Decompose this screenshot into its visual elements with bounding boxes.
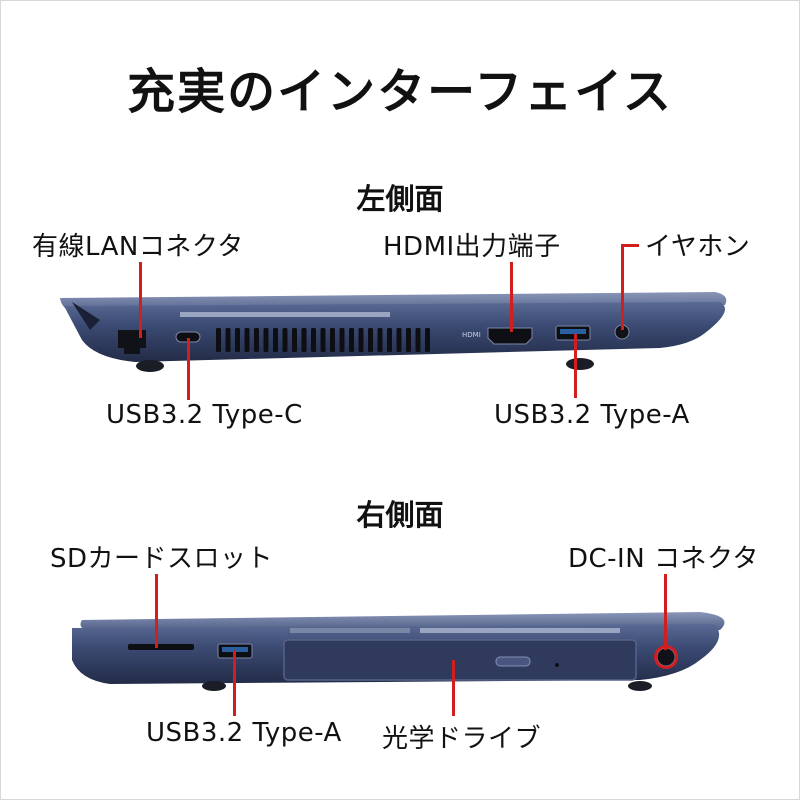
- usb-a-right-label: USB3.2 Type-A: [146, 718, 342, 748]
- usb-a-left-label: USB3.2 Type-A: [494, 400, 690, 430]
- top-slats: [180, 312, 390, 317]
- usb-a-right-callout-line: [233, 650, 236, 716]
- vent-slat: [292, 328, 297, 352]
- right-side-heading: 右側面: [356, 498, 444, 532]
- right-side-laptop: [72, 612, 725, 691]
- vent-slat: [244, 328, 250, 352]
- vent-slat: [339, 328, 345, 352]
- lan-callout-line: [139, 262, 142, 338]
- page-title: 充実のインターフェイス: [127, 64, 673, 120]
- vent-slat: [387, 328, 392, 352]
- lan-label: 有線LANコネクタ: [32, 232, 244, 262]
- usb-a-tongue: [222, 647, 248, 652]
- usb-a-tongue: [560, 329, 586, 334]
- vent-slat: [377, 328, 383, 352]
- vent-slat: [225, 328, 231, 352]
- usb-a-left-callout-line: [574, 334, 577, 398]
- vent-slat: [254, 328, 259, 352]
- vent-slat: [415, 328, 421, 352]
- vent-slat: [368, 328, 373, 352]
- earphone-callout-hline: [621, 244, 639, 247]
- dcin-callout-line: [664, 574, 667, 650]
- earphone-label: イヤホン: [645, 232, 751, 262]
- foot: [628, 681, 652, 691]
- side-vent: [216, 328, 430, 352]
- usb-c-callout-line: [187, 338, 190, 400]
- top-slats: [290, 628, 410, 633]
- vent-slat: [235, 328, 240, 352]
- foot: [202, 681, 226, 691]
- vent-slat: [349, 328, 354, 352]
- vent-slat: [358, 328, 364, 352]
- vent-slat: [216, 328, 221, 352]
- vent-slat: [425, 328, 430, 352]
- vent-slat: [273, 328, 278, 352]
- sd-callout-line: [155, 574, 158, 648]
- dcin-label: DC-IN コネクタ: [568, 544, 759, 574]
- sd-slot: [128, 644, 194, 650]
- hinge: [72, 302, 100, 330]
- vent-slat: [301, 328, 307, 352]
- vent-slat: [320, 328, 326, 352]
- vent-slat: [330, 328, 335, 352]
- eject-button: [495, 656, 531, 667]
- sd-label: SDカードスロット: [50, 544, 274, 574]
- left-side-laptop: HDMI: [60, 292, 727, 372]
- vent-slat: [282, 328, 288, 352]
- hdmi-label: HDMI出力端子: [383, 232, 561, 262]
- vent-slat: [406, 328, 411, 352]
- hdmi-callout-line: [510, 262, 513, 332]
- optical-label: 光学ドライブ: [382, 724, 542, 754]
- hdmi-port: [487, 327, 533, 345]
- earphone-callout-line: [621, 244, 624, 330]
- emergency-eject-hole: [555, 663, 559, 667]
- left-side-heading: 左側面: [356, 182, 444, 216]
- top-slats: [420, 628, 620, 633]
- vent-slat: [396, 328, 402, 352]
- dcin-callout-ring: [654, 645, 678, 669]
- foot: [566, 358, 594, 370]
- hdmi-mark: HDMI: [462, 331, 481, 339]
- vent-slat: [263, 328, 269, 352]
- vent-slat: [311, 328, 316, 352]
- optical-drive-tray: [283, 639, 637, 681]
- optical-callout-line: [452, 660, 455, 716]
- usb-c-label: USB3.2 Type-C: [106, 400, 303, 430]
- foot: [136, 360, 164, 372]
